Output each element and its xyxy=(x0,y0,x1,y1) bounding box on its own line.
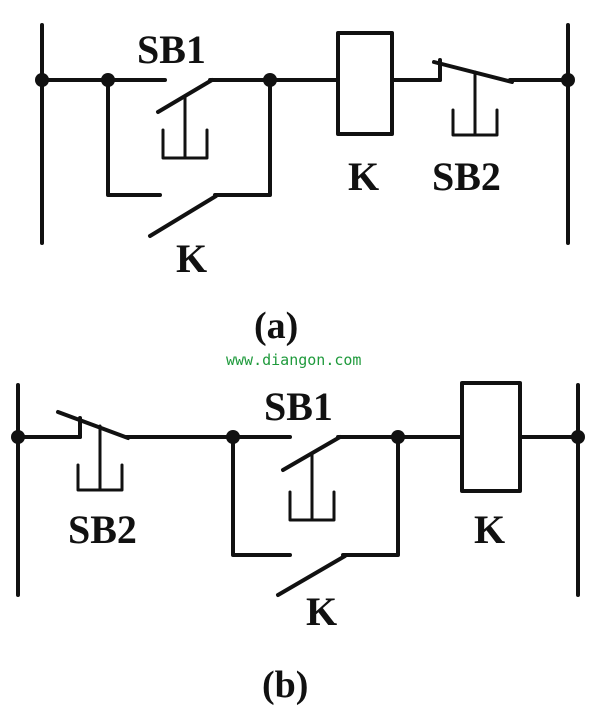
circuit-a-sb1-switch xyxy=(156,78,214,160)
circuit-b-junction xyxy=(571,430,585,444)
circuit-b-sb1-switch xyxy=(281,435,342,522)
circuit-a: SB1 K SB2 K (a) xyxy=(35,23,575,347)
circuit-b-hold-contact-label: K xyxy=(306,589,337,634)
circuit-b-junction xyxy=(226,430,240,444)
circuit-a-junction xyxy=(35,73,49,87)
circuit-b: SB1 SB2 K K (b) xyxy=(11,381,585,706)
circuit-a-hold-branch-right xyxy=(213,78,272,197)
circuit-b-sb1-label: SB1 xyxy=(264,384,333,429)
circuit-b-sb2-switch xyxy=(56,410,130,492)
circuit-a-hold-contact xyxy=(148,194,218,238)
circuit-b-hold-branch-right xyxy=(341,435,400,557)
circuit-b-junction xyxy=(11,430,25,444)
circuit-b-hold-contact xyxy=(276,554,347,597)
circuit-b-coil xyxy=(460,381,522,493)
circuit-a-coil-label: K xyxy=(348,154,379,199)
circuit-a-junction xyxy=(263,73,277,87)
circuit-a-junction xyxy=(561,73,575,87)
circuit-b-caption: (b) xyxy=(262,664,308,706)
watermark-text: www.diangon.com xyxy=(226,351,361,369)
circuit-a-sb2-label: SB2 xyxy=(432,154,501,199)
circuit-b-sb2-label: SB2 xyxy=(68,507,137,552)
circuit-a-hold-branch-left xyxy=(106,78,162,197)
circuit-a-coil xyxy=(336,31,394,136)
circuit-a-caption: (a) xyxy=(254,305,298,347)
circuit-b-hold-branch-left xyxy=(231,435,292,557)
circuit-a-hold-contact-label: K xyxy=(176,236,207,281)
circuit-a-junction xyxy=(101,73,115,87)
circuit-a-sb2-switch xyxy=(432,58,514,137)
circuit-b-coil-label: K xyxy=(474,507,505,552)
circuit-b-junction xyxy=(391,430,405,444)
circuit-a-sb1-label: SB1 xyxy=(137,27,206,72)
